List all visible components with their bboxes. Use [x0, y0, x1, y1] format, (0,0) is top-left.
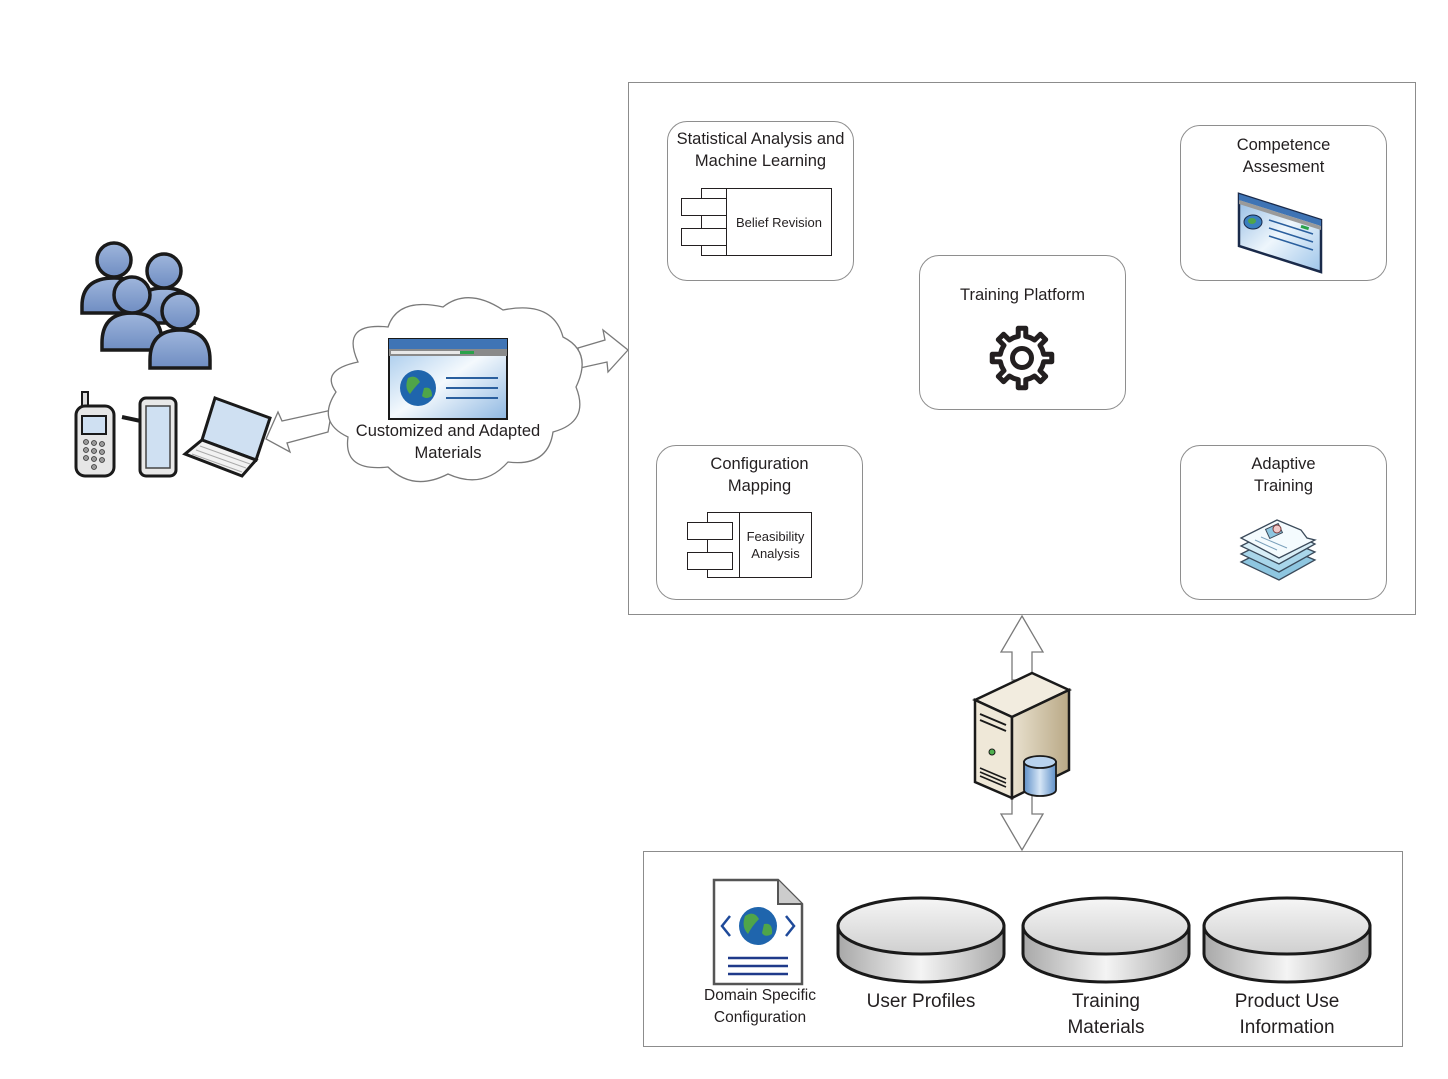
module-title: Statistical Analysis and Machine Learnin…	[676, 130, 845, 170]
module-configuration-mapping[interactable]: Configuration Mapping Feasibility Analys…	[656, 445, 863, 600]
cloud-materials: Customized and Adapted Materials	[318, 292, 588, 487]
module-training-platform[interactable]: Training Platform	[919, 255, 1126, 410]
document-stack-icon	[1239, 519, 1317, 581]
storage-item-domain-config[interactable]: Domain Specific Configuration	[690, 878, 830, 1033]
module-title: Training Platform	[959, 286, 1085, 304]
database-disk-icon	[836, 896, 1006, 984]
devices-group	[70, 388, 280, 483]
user-group-icon	[80, 241, 212, 370]
arrow-server-storage	[999, 791, 1045, 852]
storage-item-label: User Profiles	[866, 991, 976, 1012]
component-label: Feasibility Analysis	[739, 512, 812, 578]
module-statistical-analysis[interactable]: Statistical Analysis and Machine Learnin…	[667, 121, 854, 281]
arrow-cloud-to-platform	[577, 328, 629, 374]
users-group	[76, 238, 216, 373]
component-feasibility-analysis: Feasibility Analysis	[687, 512, 812, 578]
component-belief-revision: Belief Revision	[681, 188, 833, 256]
module-title: Adaptive Training	[1251, 455, 1316, 495]
arrow-cloud-to-devices	[265, 409, 333, 454]
storage-item-label: Domain Specific Configuration	[704, 987, 816, 1026]
database-disk-icon	[1202, 896, 1372, 984]
module-adaptive-training[interactable]: Adaptive Training	[1180, 445, 1387, 600]
storage-item-label: Product Use Information	[1234, 991, 1340, 1038]
tablet-icon	[121, 396, 178, 478]
database-disk-icon	[1021, 896, 1191, 984]
storage-item-label: Training Materials	[1067, 991, 1145, 1038]
mobile-phone-icon	[74, 391, 116, 478]
storage-item-user-profiles[interactable]: User Profiles	[836, 896, 1006, 1041]
laptop-icon	[182, 396, 272, 478]
web-page-screen-icon	[1237, 192, 1323, 274]
module-title: Configuration Mapping	[710, 455, 809, 495]
cloud-label: Customized and Adapted Materials	[355, 422, 541, 462]
web-document-icon	[712, 878, 804, 986]
gear-icon	[989, 325, 1055, 391]
server	[972, 670, 1072, 801]
component-label: Belief Revision	[726, 188, 832, 256]
web-page-globe-icon	[388, 338, 508, 420]
module-title: Competence Assesment	[1236, 136, 1331, 176]
storage-item-training-materials[interactable]: Training Materials	[1021, 896, 1191, 1041]
module-competence-assesment[interactable]: Competence Assesment	[1180, 125, 1387, 281]
storage-item-product-use[interactable]: Product Use Information	[1202, 896, 1372, 1041]
server-database-icon	[972, 671, 1072, 801]
